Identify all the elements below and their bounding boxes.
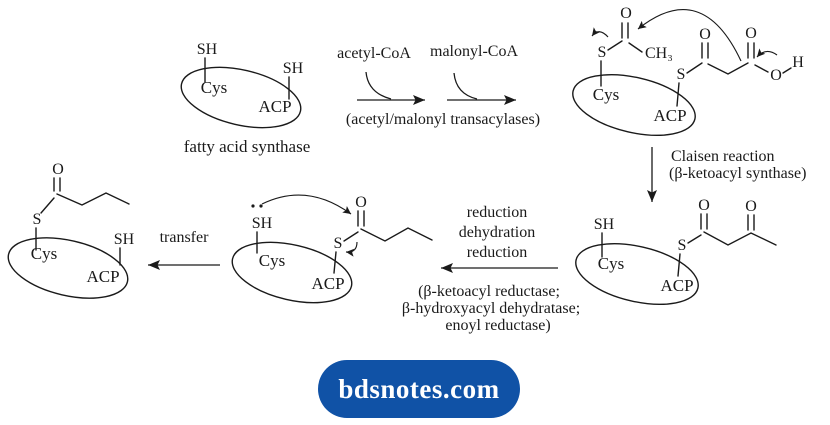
enzyme-ellipse (7, 237, 129, 299)
bond-s-carbonyl (607, 40, 623, 51)
label-reduction-1: reduction (467, 204, 527, 221)
atom-s: S (33, 211, 42, 228)
group-ch3: CH₃ (645, 45, 673, 62)
atom-o: O (698, 197, 710, 214)
double-bond-c-o (747, 214, 755, 231)
label-reductase-1: (β-ketoacyl reductase; (418, 283, 560, 300)
atom-o: O (770, 67, 782, 84)
residue-acp: ACP (258, 97, 291, 116)
double-bond-c-o (53, 177, 61, 192)
badge-text[interactable]: bdsnotes.com (338, 374, 499, 404)
atom-s: S (334, 235, 343, 252)
atom-o: O (52, 161, 64, 178)
caption-fatty-acid-synthase: fatty acid synthase (184, 137, 311, 156)
residue-cys: Cys (259, 251, 285, 270)
atom-sh: SH (197, 41, 218, 58)
double-bond-c-o (357, 210, 365, 227)
enzyme-ellipse (575, 243, 699, 305)
bond-s-acp (677, 253, 681, 277)
label-claisen-reaction: Claisen reaction (671, 148, 775, 165)
atom-sh: SH (114, 231, 135, 248)
mechanism-hook-arrow (591, 27, 609, 38)
residue-acp: ACP (86, 267, 119, 286)
claisen-step: Claisen reaction (β-ketoacyl synthase) (647, 147, 806, 202)
label-transfer: transfer (160, 229, 210, 246)
structure-butyryl-intermediate: SH Cys ACP S O (231, 194, 433, 304)
structure-acetoacetyl-intermediate: SH Cys ACP S O O (575, 197, 777, 305)
atom-s: S (678, 237, 687, 254)
label-reduction-2: reduction (467, 244, 527, 261)
reduction-step: reduction dehydration reduction (β-ketoa… (402, 204, 580, 334)
structure-butyryl-transferred: S Cys ACP SH O (7, 161, 135, 299)
residue-acp: ACP (653, 106, 686, 125)
mechanism-claisen-arc (637, 9, 742, 62)
cofactor-curve (453, 72, 478, 100)
mechanism-attack-arc (261, 194, 352, 215)
double-bond-c-o (621, 22, 629, 39)
bond-s-carbonyl (343, 231, 359, 242)
label-reductase-2: β-hydroxyacyl dehydratase; (402, 300, 580, 317)
atom-sh: SH (594, 216, 615, 233)
atom-o: O (699, 26, 711, 43)
cofactor-curve (365, 71, 392, 100)
double-bond-c-o (700, 213, 708, 230)
mechanism-hook-arrow (345, 241, 358, 257)
atom-s: S (677, 66, 686, 83)
label-dehydration: dehydration (459, 224, 535, 241)
badge[interactable]: bdsnotes.com (318, 360, 520, 418)
badge-pill[interactable] (318, 360, 520, 418)
bond-c-o (754, 64, 769, 73)
label-malonyl-coa: malonyl-CoA (430, 43, 518, 60)
residue-cys: Cys (201, 78, 227, 97)
lone-pair-dot (251, 204, 255, 208)
double-bond-c-o (701, 42, 709, 59)
residue-cys: Cys (31, 244, 57, 263)
atom-s: S (598, 44, 607, 61)
enzyme-ellipse (572, 74, 696, 136)
bond-s-carbonyl (687, 234, 702, 244)
bond-s-carbonyl (686, 62, 703, 74)
atom-sh: SH (283, 60, 304, 77)
loading-step-arrows: acetyl-CoA malonyl-CoA (acetyl/malonyl t… (337, 43, 540, 128)
residue-acp: ACP (660, 276, 693, 295)
enzyme-ellipse (180, 66, 302, 129)
atom-o: O (745, 25, 757, 42)
bond-s-carbonyl (40, 197, 55, 214)
residue-acp: ACP (311, 274, 344, 293)
label-acetyl-coa: acetyl-CoA (337, 45, 411, 62)
lone-pair-dot (259, 204, 263, 208)
residue-cys: Cys (598, 254, 624, 273)
bond-chain (703, 231, 777, 246)
label-transacylases: (acetyl/malonyl transacylases) (346, 111, 540, 128)
structure-acetyl-malonyl-intermediate: S Cys ACP O CH₃ S O O O H (572, 5, 804, 136)
atom-h: H (792, 54, 804, 71)
bond-chain (360, 227, 433, 242)
transfer-step: transfer (148, 229, 220, 270)
atom-o: O (620, 5, 632, 22)
bond-chain (707, 62, 749, 75)
bond-s-acp (676, 82, 680, 107)
bond-c-ch3 (628, 42, 643, 53)
atom-o: O (355, 194, 367, 211)
residue-cys: Cys (593, 85, 619, 104)
enzyme-ellipse (231, 241, 353, 304)
bond-s-acp (333, 251, 337, 274)
structure-fatty-acid-synthase: SH Cys SH ACP fatty acid synthase (180, 41, 311, 156)
bond-o-h (782, 67, 792, 74)
atom-o: O (745, 198, 757, 215)
atom-sh: SH (252, 215, 273, 232)
bond-chain (56, 192, 130, 206)
double-bond-c-o (747, 42, 755, 59)
mechanism-hook-arrow (756, 48, 778, 58)
label-ketoacyl-synthase: (β-ketoacyl synthase) (669, 165, 806, 182)
label-reductase-3: enoyl reductase) (445, 317, 550, 334)
